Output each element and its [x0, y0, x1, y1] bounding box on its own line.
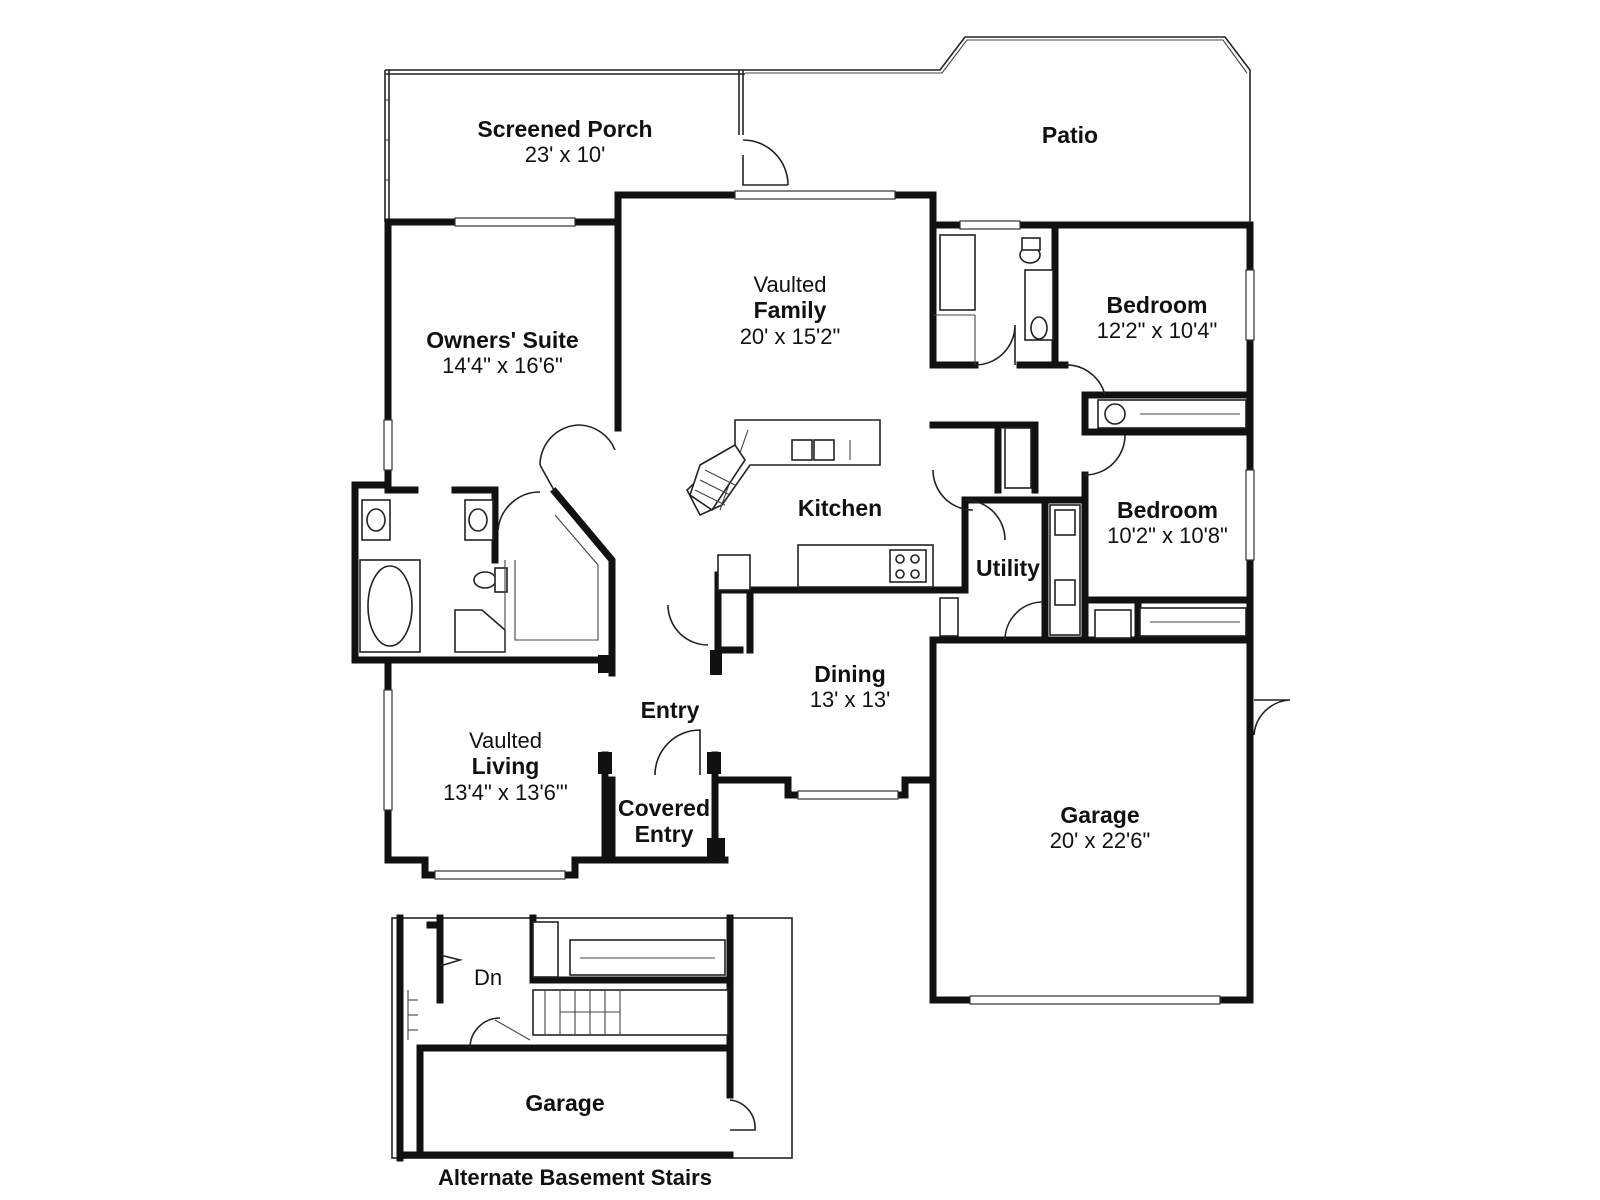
room-name: Bedroom [1106, 292, 1208, 318]
room-name: Screened Porch [477, 116, 653, 142]
windows [383, 190, 1255, 1005]
room-name: Dining [814, 661, 886, 687]
room-name: Utility [976, 555, 1040, 581]
room-dims: 13' x 13' [809, 687, 891, 713]
room-name: Family [753, 297, 827, 324]
closets [939, 399, 1247, 639]
kitchen-island [686, 419, 881, 517]
covered-entry-label: Covered Entry [612, 795, 716, 848]
room-dims: 12'2" x 10'4" [1096, 318, 1218, 344]
kitchen-counter [717, 544, 934, 591]
owners-bath [359, 499, 599, 653]
screened-porch-label: Screened Porch 23' x 10' [430, 116, 700, 168]
room-prefix: Vaulted [469, 728, 542, 753]
dining-label: Dining 13' x 13' [770, 661, 930, 713]
screened-porch [384, 69, 745, 222]
inset-garage-label: Garage [525, 1090, 605, 1116]
room-name: Owners' Suite [426, 327, 579, 353]
patio-outline-inner [745, 39, 1248, 74]
bedroom-2-label: Bedroom 10'2" x 10'8" [1085, 497, 1250, 549]
inset-caption: Alternate Basement Stairs [438, 1165, 712, 1190]
room-name: Patio [1041, 122, 1099, 148]
room-dims: 23' x 10' [524, 142, 606, 168]
kitchen-label: Kitchen [770, 495, 910, 521]
garage-label: Garage 20' x 22'6" [1010, 802, 1190, 854]
room-name-line-2: Entry [634, 821, 694, 848]
inset-basement-stairs [391, 914, 793, 1162]
doors [497, 139, 1291, 776]
inset-dn-label: Dn [473, 965, 503, 990]
entry-label: Entry [620, 697, 720, 723]
patio-label: Patio [1000, 122, 1140, 148]
post [710, 650, 722, 675]
room-name-line-1: Covered [617, 795, 711, 821]
post [598, 752, 612, 774]
room-prefix: Vaulted [753, 272, 827, 297]
room-name: Garage [1060, 802, 1140, 828]
room-dims: 20' x 15'2" [739, 323, 841, 349]
post [707, 838, 725, 860]
post [707, 752, 721, 774]
living-label: Vaulted Living 13'4" x 13'6"' [418, 728, 593, 805]
room-dims: 14'4" x 16'6" [442, 353, 563, 379]
room-dims: 20' x 22'6" [1049, 828, 1151, 854]
owners-suite-label: Owners' Suite 14'4" x 16'6" [390, 327, 615, 379]
room-name: Bedroom [1117, 497, 1218, 523]
room-name: Living [471, 753, 540, 780]
family-label: Vaulted Family 20' x 15'2" [680, 272, 900, 349]
room-dims: 10'2" x 10'8" [1107, 523, 1228, 549]
hall-bath [933, 234, 1054, 365]
room-name: Entry [640, 697, 700, 723]
utility-label: Utility [968, 555, 1048, 581]
room-dims: 13'4" x 13'6"' [443, 779, 568, 805]
post [598, 655, 612, 673]
room-name: Kitchen [797, 495, 883, 521]
bedroom-1-label: Bedroom 12'2" x 10'4" [1062, 292, 1252, 344]
interior-walls [351, 221, 1254, 864]
patio-outline [745, 36, 1251, 222]
